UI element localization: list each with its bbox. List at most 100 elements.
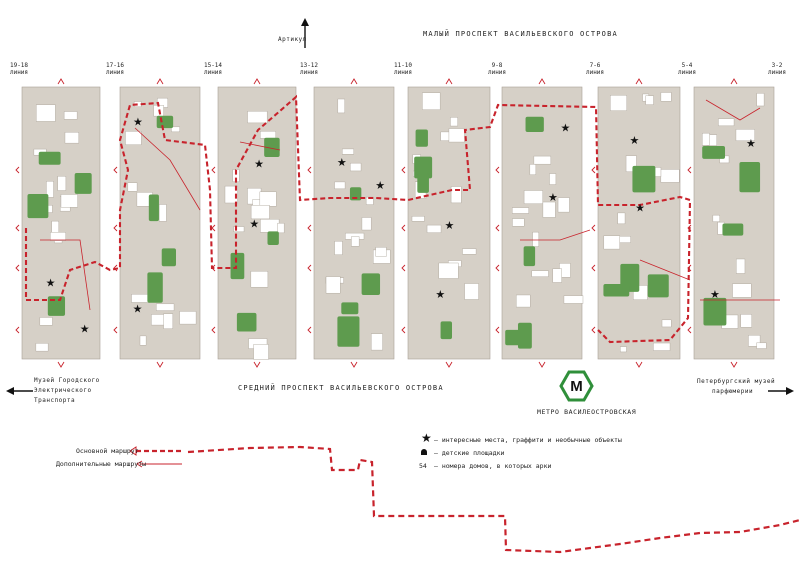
courtyard <box>371 333 383 351</box>
legend-extra-routes-label: Дополнительные маршруты <box>56 460 147 468</box>
block-column <box>21 86 101 360</box>
courtyard <box>610 95 627 111</box>
crossing-arrow-icon <box>495 264 500 272</box>
crossing-arrow-icon <box>307 264 312 272</box>
line-word: линия <box>767 69 787 76</box>
crossing-arrow-icon <box>687 224 692 232</box>
point-of-interest-star-icon: ★ <box>445 219 455 232</box>
point-of-interest-star-icon: ★ <box>133 303 143 316</box>
courtyard <box>35 343 49 352</box>
courtyard <box>63 111 78 120</box>
crossing-arrow-icon <box>538 78 546 85</box>
green-area <box>523 246 536 267</box>
courtyard <box>64 132 80 144</box>
line-number: 11-10 <box>393 62 413 69</box>
block-column <box>313 86 395 360</box>
north-arrow-head-icon <box>301 18 309 26</box>
courtyard <box>620 346 627 353</box>
crossing-arrow-icon <box>15 264 20 272</box>
courtyard <box>645 95 654 105</box>
courtyard <box>748 335 761 347</box>
line-number: 19-18 <box>9 62 29 69</box>
line-number: 7-6 <box>589 62 601 69</box>
courtyard <box>448 128 465 143</box>
legend-main-route-label: Основной маршрут <box>76 447 139 455</box>
crossing-arrow-icon <box>401 166 406 174</box>
crossing-arrow-icon <box>350 78 358 85</box>
courtyard <box>39 317 53 326</box>
north-label: Артикул <box>278 36 307 43</box>
green-area <box>27 193 49 219</box>
green-area <box>236 312 257 332</box>
city-blocks <box>21 86 775 360</box>
right-destination-line-2: парфюмерии <box>712 388 754 395</box>
left-destination-line-2: Электрического <box>34 387 92 394</box>
bottom-street-label: СРЕДНИЙ ПРОСПЕКТ ВАСИЛЬЕВСКОГО ОСТРОВА <box>238 384 444 392</box>
crossing-arrow-icon <box>307 326 312 334</box>
point-of-interest-star-icon: ★ <box>46 276 56 289</box>
courtyard <box>361 217 372 231</box>
crossing-arrow-icon <box>57 78 65 85</box>
point-of-interest-star-icon: ★ <box>133 116 143 129</box>
green-area <box>647 274 669 298</box>
green-area <box>156 115 174 129</box>
courtyard <box>549 173 557 185</box>
metro-letter: M <box>570 378 583 395</box>
courtyard <box>171 126 180 133</box>
crossing-arrow-icon <box>253 78 261 85</box>
crossing-arrow-icon <box>57 361 65 368</box>
courtyard <box>732 283 752 298</box>
line-word: линия <box>105 69 125 76</box>
crossing-arrow-icon <box>495 326 500 334</box>
courtyard <box>163 313 174 329</box>
metro-icon <box>559 370 594 402</box>
line-word: линия <box>487 69 507 76</box>
line-number: 9-8 <box>491 62 503 69</box>
point-of-interest-star-icon: ★ <box>560 122 570 135</box>
courtyard <box>735 129 755 141</box>
courtyard <box>250 205 270 220</box>
courtyard <box>516 294 531 308</box>
courtyard <box>426 224 442 233</box>
green-area <box>415 129 428 147</box>
top-street-label: МАЛЫЙ ПРОСПЕКТ ВАСИЛЬЕВСКОГО ОСТРОВА <box>423 30 618 38</box>
crossing-arrow-icon <box>307 166 312 174</box>
crossing-arrow-icon <box>591 224 596 232</box>
crossing-arrow-icon <box>307 224 312 232</box>
point-of-interest-star-icon: ★ <box>337 156 347 169</box>
courtyard <box>411 216 425 222</box>
line-word: линия <box>585 69 605 76</box>
crossing-arrow-icon <box>350 361 358 368</box>
courtyard <box>563 295 584 304</box>
main-route-line <box>24 94 692 344</box>
courtyard <box>46 181 54 198</box>
legend-star-icon: ★ <box>421 431 432 445</box>
green-area <box>414 156 433 179</box>
point-of-interest-star-icon: ★ <box>435 288 445 301</box>
green-area <box>722 223 744 236</box>
crossing-arrow-icon <box>15 326 20 334</box>
crossing-arrow-icon <box>211 224 216 232</box>
courtyard <box>756 342 767 349</box>
crossing-arrow-icon <box>15 224 20 232</box>
courtyard <box>422 92 441 110</box>
courtyard <box>127 182 138 192</box>
green-area <box>147 272 163 303</box>
courtyard <box>131 294 151 303</box>
crossing-arrow-icon <box>538 361 546 368</box>
green-area <box>603 283 630 297</box>
courtyard <box>557 197 570 213</box>
green-area <box>38 151 61 165</box>
courtyard <box>660 169 680 183</box>
courtyard <box>57 176 67 191</box>
crossing-arrow-icon <box>635 78 643 85</box>
right-destination-line-1: Петербургский музей <box>697 378 776 385</box>
line-number: 3-2 <box>771 62 783 69</box>
crossing-arrow-icon <box>113 166 118 174</box>
courtyard <box>529 164 537 175</box>
